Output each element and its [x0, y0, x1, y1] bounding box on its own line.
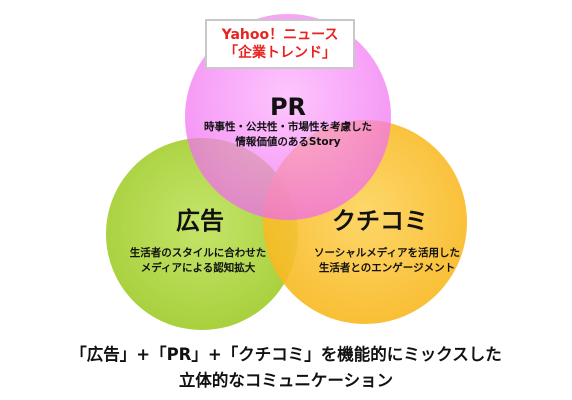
pr-description-line2: 情報価値のあるStory	[235, 136, 341, 148]
kuchikomi-title: クチコミ	[332, 207, 428, 235]
pr-description-line1: 時事性・公共性・市場性を考慮した	[204, 121, 372, 133]
ad-description-line2: メディアによる認知拡大	[140, 262, 256, 274]
yahoo-news-label-box: Yahoo！ニュース 「企業トレンド」	[205, 19, 355, 69]
caption-line2: 立体的なコミュニケーション	[178, 371, 394, 390]
kuchikomi-description-line2: 生活者とのエンゲージメント	[318, 262, 456, 274]
ad-title: 広告	[176, 207, 224, 235]
corporate-trend-label: 「企業トレンド」	[224, 45, 336, 61]
kuchikomi-description-line1: ソーシャルメディアを活用した	[313, 247, 461, 259]
ad-description-line1: 生活者のスタイルに合わせた	[129, 247, 267, 259]
pr-title: PR	[269, 93, 307, 121]
yahoo-news-label: Yahoo！ニュース	[221, 27, 339, 43]
caption-line1: 「広告」+「PR」+「クチコミ」を機能的にミックスした	[70, 345, 502, 364]
